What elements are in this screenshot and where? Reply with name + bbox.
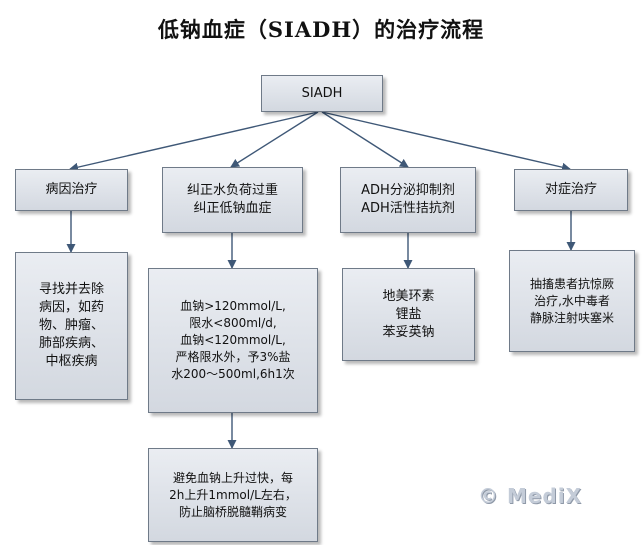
arrow-root-to-adh xyxy=(321,111,409,168)
watermark-logo: © MediX xyxy=(478,484,583,508)
arrow-root-to-symptom xyxy=(321,111,571,172)
node-cause-detail: 寻找并去除 病因，如药 物、肿瘤、 肺部疾病、 中枢疾病 xyxy=(15,252,128,400)
node-siadh: SIADH xyxy=(261,75,383,112)
node-symptomatic: 对症治疗 xyxy=(514,169,628,211)
node-correct-detail: 血钠>120mmol/L, 限水<800ml/d, 血钠<120mmol/L, … xyxy=(148,268,318,413)
node-adh-drugs: 地美环素 锂盐 苯妥英钠 xyxy=(342,268,475,361)
node-cause-treatment: 病因治疗 xyxy=(15,169,128,211)
node-symptomatic-detail: 抽搐患者抗惊厥 治疗,水中毒者 静脉注射呋塞米 xyxy=(509,250,635,352)
arrow-root-to-correct xyxy=(230,111,319,168)
diagram-title: 低钠血症（SIADH）的治疗流程 xyxy=(157,17,485,42)
node-correct-overload: 纠正水负荷过重 纠正低钠血症 xyxy=(162,167,303,233)
node-correct-warning: 避免血钠上升过快，每 2h上升1mmol/L左右， 防止脑桥脱髓鞘病变 xyxy=(148,448,318,542)
arrow-root-to-cause xyxy=(69,111,319,172)
node-adh-inhibitor: ADH分泌抑制剂 ADH活性拮抗剂 xyxy=(340,167,476,233)
